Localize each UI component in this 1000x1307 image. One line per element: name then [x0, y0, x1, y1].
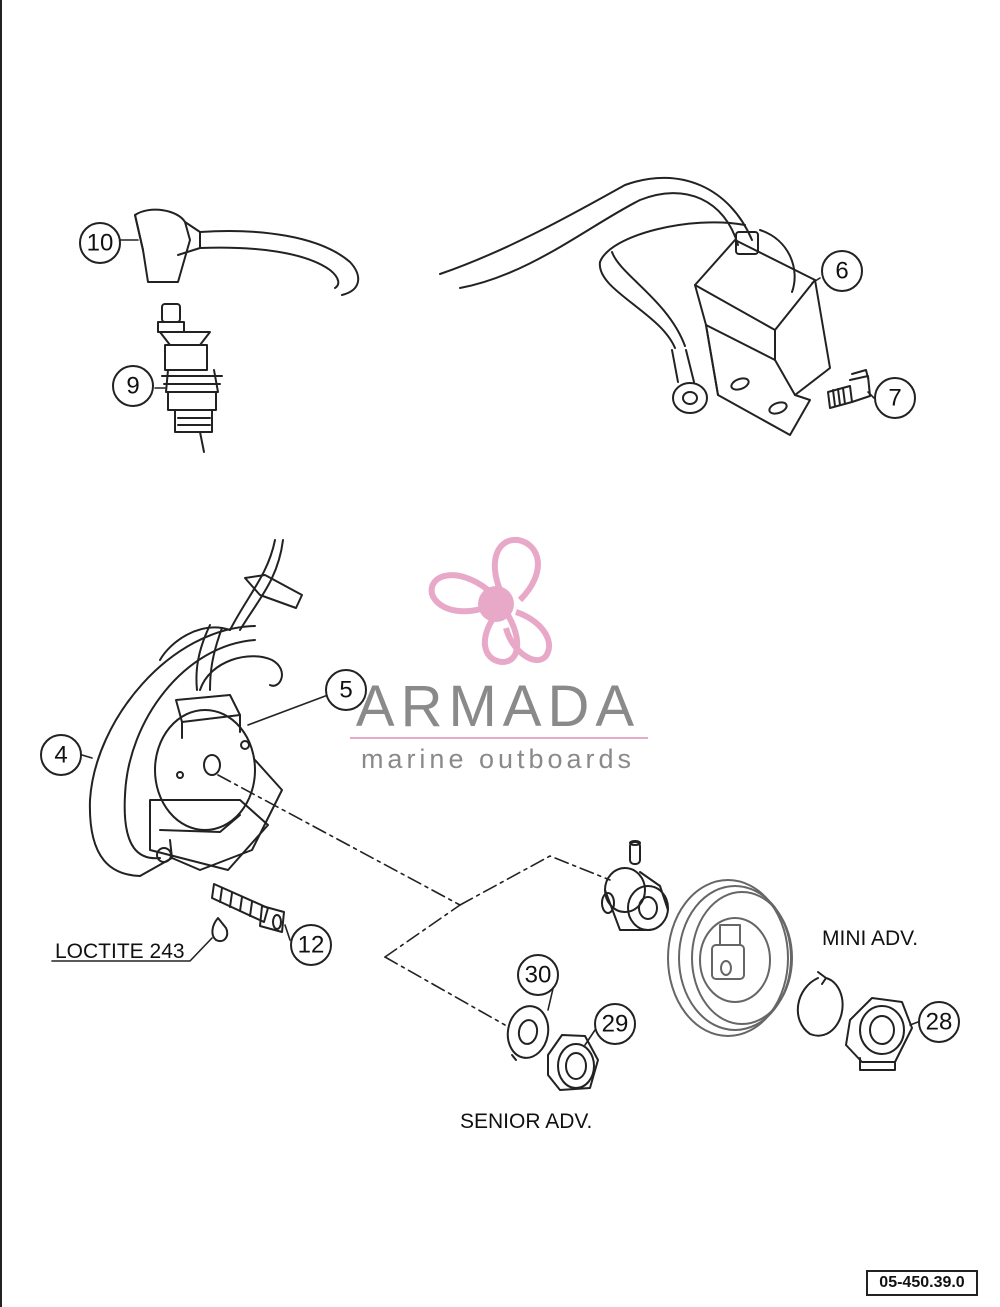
circlip	[796, 971, 844, 1037]
svg-text:30: 30	[525, 962, 552, 989]
spark-plug	[157, 303, 223, 453]
callout-4: 4	[40, 734, 82, 776]
svg-text:5: 5	[339, 677, 352, 704]
svg-text:4: 4	[54, 742, 67, 769]
stator-wire	[195, 539, 303, 691]
senior-adv-note: SENIOR ADV.	[460, 1110, 592, 1133]
callout-5: 5	[325, 669, 367, 711]
reference-code: 05-450.39.0	[866, 1270, 978, 1296]
callout-28: 28	[918, 1001, 960, 1043]
svg-text:9: 9	[126, 373, 139, 400]
callout-29: 29	[594, 1003, 636, 1045]
propeller-logo-icon	[428, 536, 552, 665]
page-border-left	[0, 0, 2, 1307]
callout-10: 10	[79, 222, 121, 264]
svg-text:28: 28	[926, 1009, 953, 1036]
washer	[506, 1005, 550, 1061]
loctite-note: LOCTITE 243	[55, 940, 185, 963]
callout-9: 9	[112, 365, 154, 407]
mini-adv-note: MINI ADV.	[822, 927, 918, 950]
rotor-nut	[845, 997, 913, 1071]
loctite-drop	[211, 917, 229, 942]
callout-6: 6	[821, 250, 863, 292]
watermark-tagline: marine outboards	[361, 744, 635, 774]
rotor-sleeve	[601, 867, 669, 931]
svg-text:12: 12	[298, 932, 325, 959]
armada-watermark: ARMADA marine outboards	[350, 536, 648, 774]
stator-coil	[149, 694, 269, 871]
watermark-rule	[350, 737, 648, 739]
ignition-coil	[694, 231, 831, 436]
leader-lines	[51, 239, 919, 1046]
callout-30: 30	[517, 954, 559, 996]
svg-text:10: 10	[87, 230, 114, 257]
callout-7: 7	[874, 377, 916, 419]
coil-cable	[439, 176, 753, 289]
callout-12: 12	[290, 924, 332, 966]
spacer-nut	[547, 1034, 599, 1091]
rotor-pin	[629, 840, 641, 865]
ground-lead	[598, 221, 796, 414]
ht-cable	[199, 230, 360, 296]
assembly-axis-lines	[217, 774, 611, 1026]
rotor	[667, 879, 793, 1037]
svg-text:6: 6	[835, 258, 848, 285]
spark-plug-cap	[134, 208, 201, 283]
coil-screw	[827, 369, 871, 409]
svg-text:7: 7	[888, 385, 901, 412]
watermark-brand: ARMADA	[356, 674, 640, 739]
svg-text:29: 29	[602, 1011, 629, 1038]
callouts: 10 9 6 7 5 4 12 30	[40, 222, 960, 1045]
stator-screw	[211, 883, 285, 933]
